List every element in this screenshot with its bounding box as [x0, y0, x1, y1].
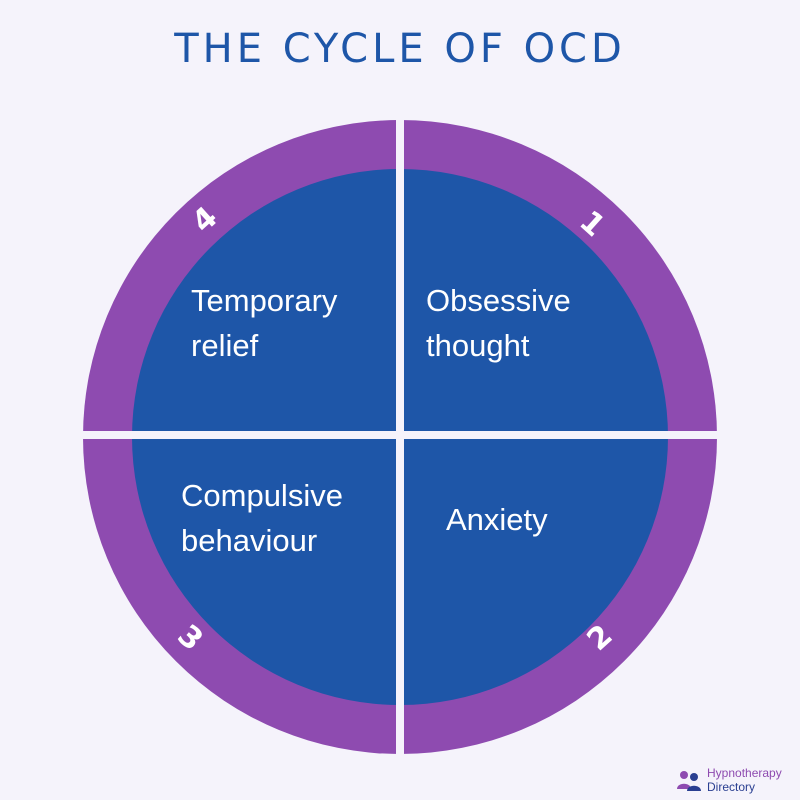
- quadrant-1-line-2: thought: [426, 327, 530, 363]
- quadrant-4-line-1: Temporary: [191, 283, 338, 318]
- quadrant-label-2: Anxiety: [446, 498, 548, 543]
- page-title: THE CYCLE OF OCD: [174, 26, 626, 72]
- hypnotherapy-directory-logo: Hypnotherapy Directory: [676, 766, 782, 794]
- quadrant-3-line-1: Compulsive: [181, 478, 343, 513]
- quadrant-4-line-2: relief: [191, 327, 259, 363]
- logo-text: Hypnotherapy Directory: [707, 766, 782, 794]
- horizontal-divider: [78, 431, 722, 439]
- quadrant-3-line-2: behaviour: [181, 522, 318, 558]
- quadrant-label-3: Compulsive behaviour: [181, 474, 343, 564]
- quadrant-2-line-1: Anxiety: [446, 502, 548, 537]
- people-icon: [677, 771, 701, 791]
- quadrant-label-1: Obsessive thought: [426, 279, 571, 369]
- quadrant-1-line-1: Obsessive: [426, 283, 571, 318]
- quadrant-label-4: Temporary relief: [191, 279, 337, 369]
- logo-line-2: Directory: [707, 780, 756, 794]
- logo-line-1: Hypnotherapy: [707, 766, 782, 780]
